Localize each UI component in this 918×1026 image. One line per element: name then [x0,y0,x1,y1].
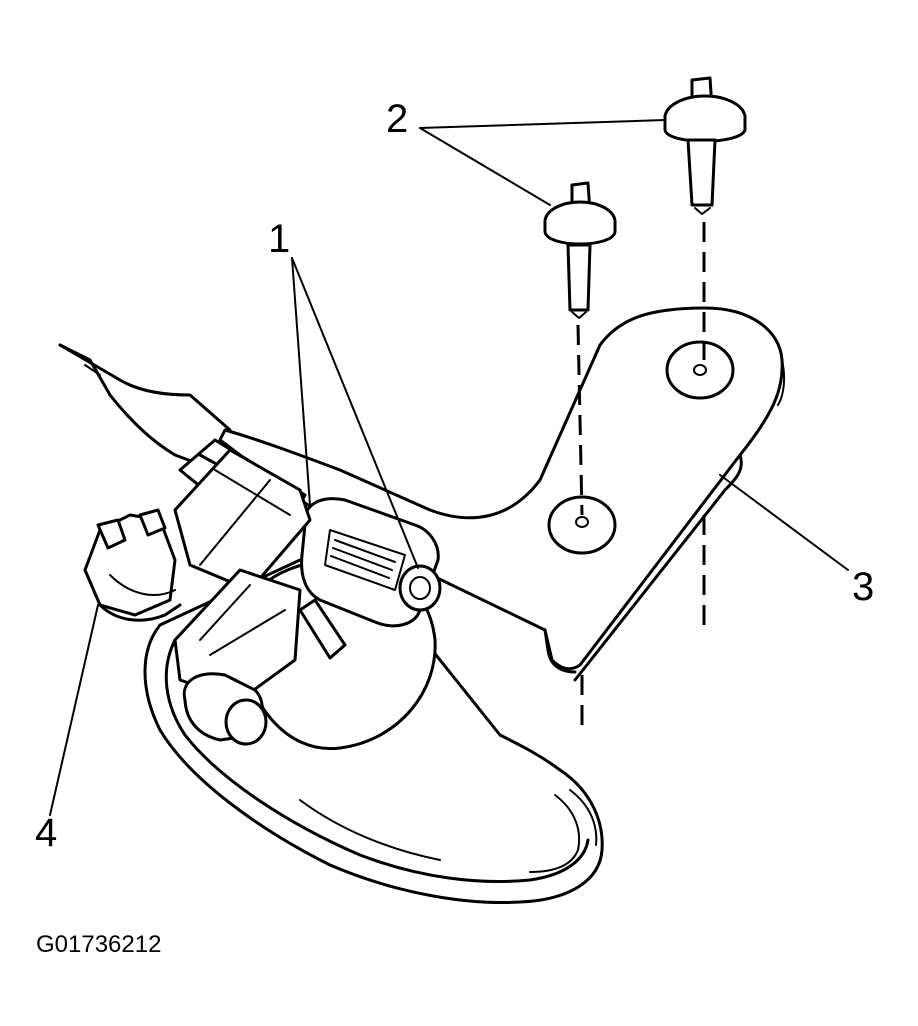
push-pin-fastener-left [543,181,617,319]
alignment-centerlines [576,222,706,730]
callout-4-label: 4 [35,811,57,855]
callout-1-label: 1 [268,217,290,261]
callout-3-label: 3 [852,565,874,609]
figure-id: G01736212 [36,931,161,958]
bulb-socket-connector [83,448,347,746]
retaining-clip [300,497,442,628]
callout-2-label: 2 [386,97,408,141]
leader-lines [49,119,849,816]
push-pin-fastener-right [663,76,747,215]
mounting-bracket [218,306,786,682]
